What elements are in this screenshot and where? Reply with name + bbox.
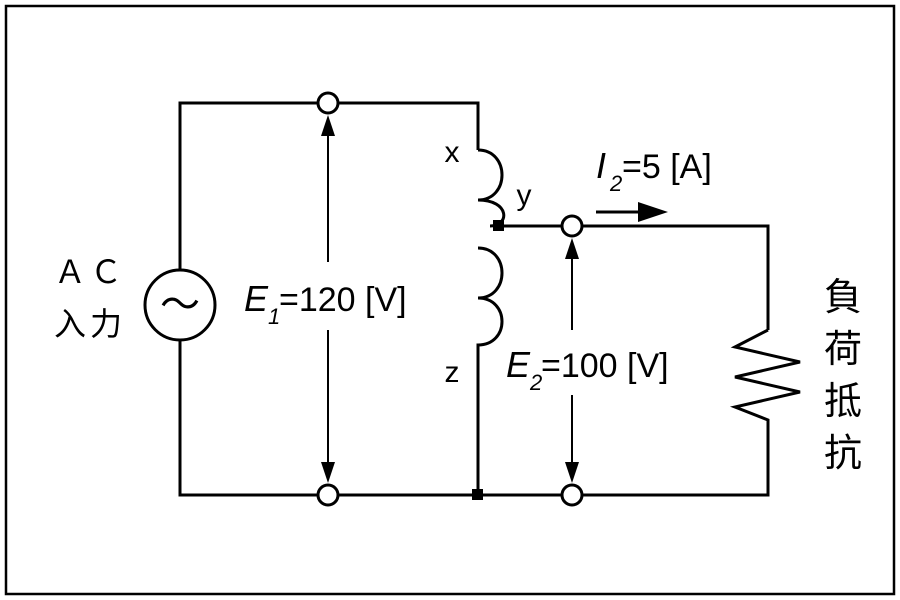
figure-border (4, 4, 896, 596)
terminal-label-x: x (445, 136, 460, 169)
e2-value: =100 [V] (541, 347, 669, 385)
e2-subscript: 2 (529, 370, 542, 395)
load-char-2: 荷 (824, 329, 862, 371)
i2-symbol: I (596, 145, 606, 186)
terminal-input-bottom (316, 483, 340, 507)
wire-bottom-right (582, 440, 770, 497)
terminal-output-bottom (560, 483, 584, 507)
load-char-3: 抵 (824, 381, 862, 423)
wire-top-right (338, 101, 480, 150)
e2-voltage-arrow (565, 238, 579, 483)
e1-symbol: E (244, 278, 269, 319)
load-char-4: 抗 (824, 433, 862, 475)
e2-label: E 2 =100 [V] (506, 344, 669, 395)
i2-label: I 2 =5 [A] (596, 145, 712, 196)
ac-source (143, 268, 217, 342)
ac-source-symbol: ～ (160, 282, 200, 328)
terminal-input-top (316, 91, 340, 115)
e1-value: =120 [V] (279, 281, 407, 319)
e1-voltage-arrow (321, 115, 335, 483)
wire-bottom-left (178, 340, 318, 497)
wire-top-left (178, 101, 318, 270)
load-resistor (729, 328, 801, 440)
e2-symbol: E (506, 344, 531, 385)
terminal-label-z: z (445, 356, 460, 389)
e1-subscript: 1 (268, 304, 280, 329)
ac-input-label-line2: 入力 (54, 305, 126, 343)
i2-current-arrow (596, 202, 668, 222)
bottom-junction (472, 489, 483, 500)
ac-input-label-line1: ＡＣ (54, 253, 126, 291)
terminal-label-y: y (517, 179, 532, 212)
terminal-output-top (560, 214, 584, 238)
tap-junction (493, 220, 504, 231)
load-label: 負 荷 抵 抗 (824, 277, 862, 475)
winding-coil (476, 148, 506, 350)
e1-label: E 1 =120 [V] (244, 278, 407, 329)
i2-subscript: 2 (609, 171, 622, 196)
wire-load-top (582, 224, 770, 330)
load-char-1: 負 (824, 277, 862, 319)
circuit-wires (178, 101, 770, 497)
i2-value: =5 [A] (622, 148, 712, 186)
